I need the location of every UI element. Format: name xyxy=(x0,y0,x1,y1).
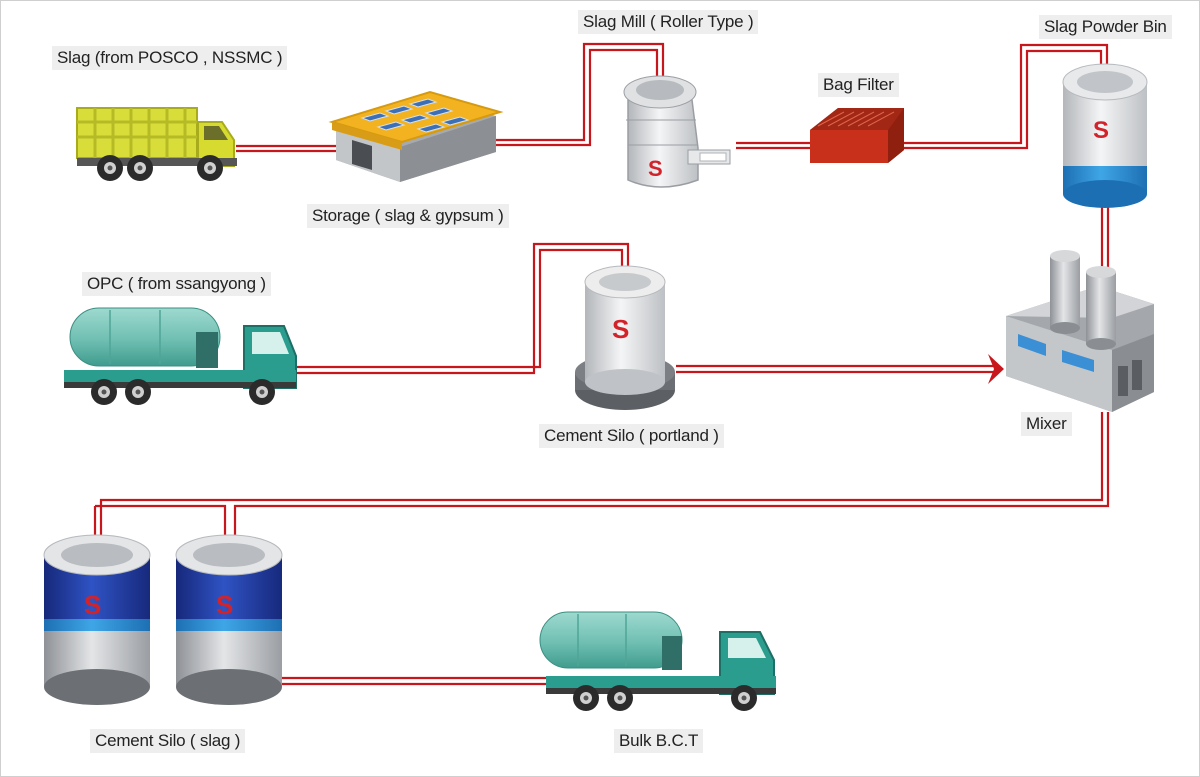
label-slag-mill: Slag Mill ( Roller Type ) xyxy=(578,10,759,34)
storage-warehouse xyxy=(328,90,504,182)
label-slag-powder-bin: Slag Powder Bin xyxy=(1039,15,1172,39)
flow-bin-to-mixer xyxy=(1100,205,1110,272)
cement-silo-portland: S xyxy=(575,265,675,410)
slag-mill: S xyxy=(623,75,731,188)
label-mixer: Mixer xyxy=(1021,412,1072,436)
label-bag-filter: Bag Filter xyxy=(818,73,899,97)
flow-opc-to-silo xyxy=(297,242,630,375)
opc-tanker-truck xyxy=(64,307,297,405)
bag-filter xyxy=(810,108,904,163)
label-bulk-bct: Bulk B.C.T xyxy=(614,729,704,753)
bulk-bct-tanker-truck xyxy=(539,611,776,711)
cement-silo-slag-2: S xyxy=(175,534,283,705)
logo-slag-silo-1: S xyxy=(84,590,101,620)
flow-filter-to-bin xyxy=(904,43,1109,150)
flow-mixer-to-silos xyxy=(93,412,1110,555)
flow-silo-to-mixer xyxy=(676,364,996,374)
label-slag-source: Slag (from POSCO , NSSMC ) xyxy=(52,46,288,70)
logo-slag-silo-2: S xyxy=(216,590,233,620)
label-opc-source: OPC ( from ssangyong ) xyxy=(82,272,271,296)
flow-silos-to-bct xyxy=(278,676,560,686)
arrow-into-mixer xyxy=(988,354,1004,384)
label-cement-silo-slag: Cement Silo ( slag ) xyxy=(90,729,246,753)
logo-bin: S xyxy=(1093,117,1109,144)
logo-mill: S xyxy=(648,156,663,181)
slag-powder-bin: S xyxy=(1062,63,1148,208)
label-cement-silo-portland: Cement Silo ( portland ) xyxy=(539,424,724,448)
flow-mill-to-filter xyxy=(736,141,812,150)
mixer-plant xyxy=(1006,250,1154,412)
logo-portland-silo: S xyxy=(612,314,629,344)
label-storage: Storage ( slag & gypsum ) xyxy=(307,204,509,228)
cement-silo-slag-1: S xyxy=(43,534,151,705)
flow-lines xyxy=(93,42,1110,686)
flow-storage-to-mill xyxy=(470,42,665,147)
slag-truck xyxy=(76,107,237,181)
